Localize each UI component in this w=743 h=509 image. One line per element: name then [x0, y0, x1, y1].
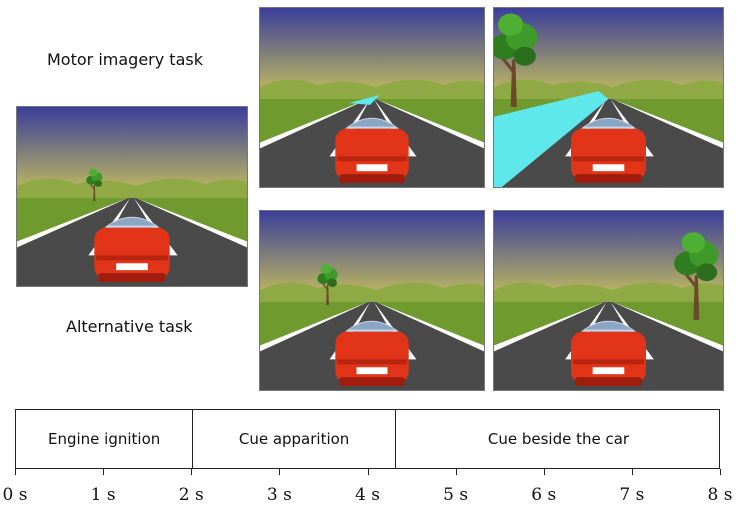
time-axis: 0 s 1 s 2 s 3 s 4 s 5 s 6 s 7 s 8 s [0, 469, 743, 509]
tree [86, 168, 103, 201]
axis-tick [103, 469, 105, 475]
motor-imagery-task-label: Motor imagery task [47, 50, 203, 69]
car [570, 117, 647, 184]
axis-tick [191, 469, 193, 475]
timeline-phase: Engine ignition [47, 430, 161, 448]
axis-tick-label: 8 s [707, 485, 733, 505]
hills [17, 178, 247, 198]
alternative-task-label: Alternative task [66, 317, 193, 336]
axis-tick-label: 5 s [443, 485, 469, 505]
cue-marker [494, 91, 609, 187]
axis-tick [279, 469, 281, 475]
hills [494, 282, 723, 302]
axis-tick [720, 469, 721, 475]
tree [494, 13, 538, 107]
axis-tick [367, 469, 369, 475]
car [335, 117, 409, 184]
axis-tick-label: 2 s [178, 485, 204, 505]
tree [317, 264, 338, 305]
timeline-phase: Cue apparition [192, 410, 395, 468]
car [570, 320, 647, 387]
axis-tick [631, 469, 633, 475]
axis-tick-label: 6 s [531, 485, 557, 505]
lane-marking-right [373, 301, 417, 360]
hills [260, 282, 484, 302]
tree [674, 232, 719, 320]
timeline-phase: Cue beside the car [394, 410, 721, 468]
hills [260, 79, 484, 99]
axis-tick-label: 7 s [619, 485, 645, 505]
axis-tick-label: 1 s [90, 485, 116, 505]
scene-motor-imagery-cue-apparition [259, 7, 485, 188]
hills [494, 79, 723, 99]
axis-tick-label: 4 s [355, 485, 380, 505]
axis-tick [455, 469, 457, 475]
axis-tick [15, 469, 16, 475]
car [94, 216, 170, 283]
cue-marker [348, 95, 380, 105]
axis-tick-label: 0 s [2, 485, 28, 505]
axis-tick [543, 469, 545, 475]
scene-alternative-cue-beside [493, 210, 724, 391]
scene-motor-imagery-cue-beside [493, 7, 724, 188]
scene-start [16, 106, 248, 287]
scene-alternative-cue-apparition [259, 210, 485, 391]
axis-tick-label: 3 s [266, 485, 292, 505]
car [335, 320, 409, 387]
